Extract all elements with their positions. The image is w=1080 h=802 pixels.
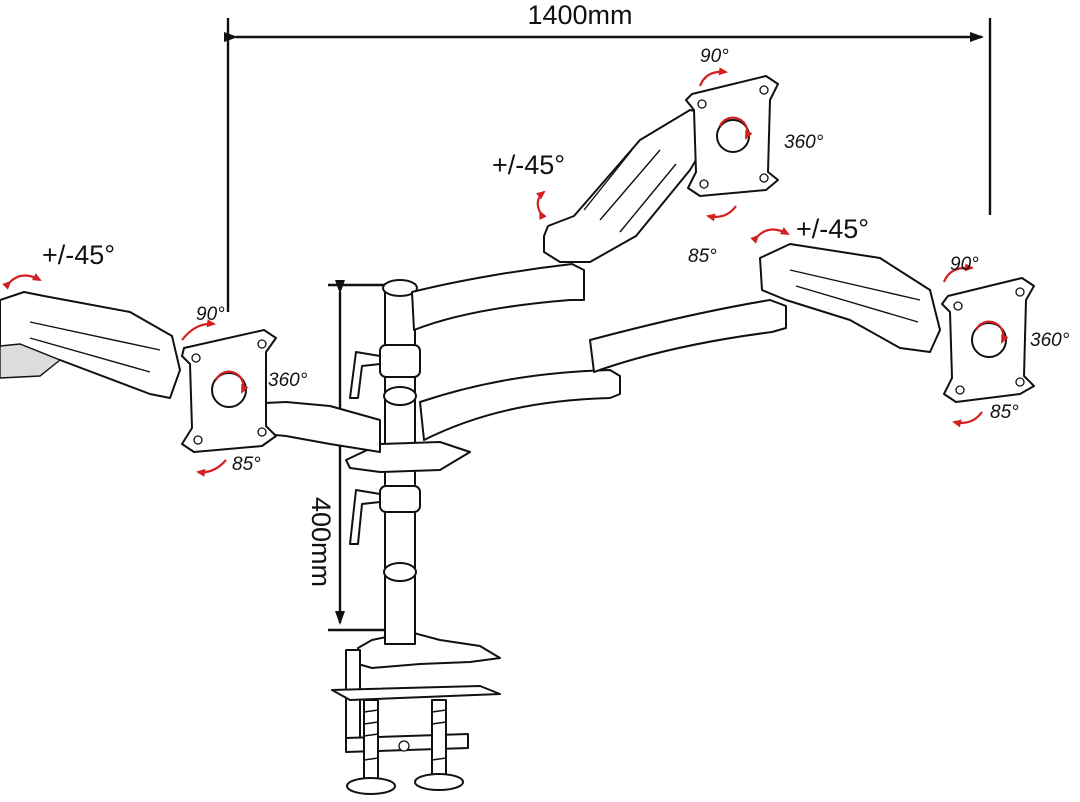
top-arm-lower-segment (411, 263, 585, 331)
cable-clip-lower (383, 562, 417, 582)
right-tilt-up-label: 90° (950, 254, 979, 275)
right-arm-inner-segment (419, 369, 621, 441)
height-dimension: 400mm (306, 280, 388, 632)
top-swivel-arrow (536, 190, 547, 221)
clamp-knob-right (414, 773, 464, 791)
desk-clamp (331, 631, 501, 795)
right-tilt-up-arrow (942, 263, 974, 283)
width-dimension: 1400mm (224, 0, 992, 312)
left-tilt-down-label: 85° (232, 454, 261, 475)
top-tilt-down-arrow (706, 205, 737, 222)
lock-lever-upper (349, 351, 381, 399)
motion-arrows (2, 67, 1009, 477)
right-arm (419, 243, 1035, 441)
motion-labels: +/-45° 90° 360° 85° +/-45° 90° 360° 85° … (42, 46, 1070, 475)
top-tilt-down-label: 85° (688, 246, 717, 267)
left-tilt-up-label: 90° (196, 304, 225, 325)
right-swivel-label: +/-45° (796, 214, 869, 244)
top-tilt-up-label: 90° (700, 46, 729, 67)
left-arm-joint (0, 343, 62, 379)
right-tilt-down-arrow (952, 411, 983, 428)
upper-collar (379, 344, 421, 378)
right-swivel-arrow (750, 227, 790, 244)
width-label: 1400mm (527, 0, 632, 30)
left-arm-gas-spring (0, 291, 181, 399)
top-swivel-label: +/-45° (492, 150, 565, 180)
lock-lever-lower (349, 489, 381, 545)
top-rotate-label: 360° (784, 132, 824, 153)
clamp-top-plate (357, 631, 501, 669)
left-swivel-label: +/-45° (42, 240, 115, 270)
lower-collar (379, 485, 421, 513)
pole-cap (382, 279, 418, 297)
left-rotate-arrow (215, 370, 249, 394)
clamp-upper-pad (331, 685, 501, 701)
right-tilt-down-label: 85° (990, 402, 1019, 423)
top-tilt-up-arrow (698, 67, 728, 87)
top-arm-gas-spring (543, 109, 709, 263)
height-label: 400mm (306, 497, 336, 587)
left-tilt-down-arrow (196, 459, 227, 477)
clamp-knob-left (346, 777, 396, 795)
cable-clip-upper (383, 386, 417, 406)
left-rotate-label: 360° (268, 370, 308, 391)
right-arm-gas-spring (759, 243, 941, 353)
right-arm-mid-segment (589, 299, 787, 373)
left-swivel-arrow (2, 273, 42, 290)
left-tilt-up-arrow (181, 319, 216, 341)
right-rotate-arrow (975, 320, 1009, 344)
top-arm (411, 75, 779, 331)
left-arm (0, 291, 381, 453)
top-rotate-arrow (719, 116, 753, 140)
right-rotate-label: 360° (1030, 330, 1070, 351)
